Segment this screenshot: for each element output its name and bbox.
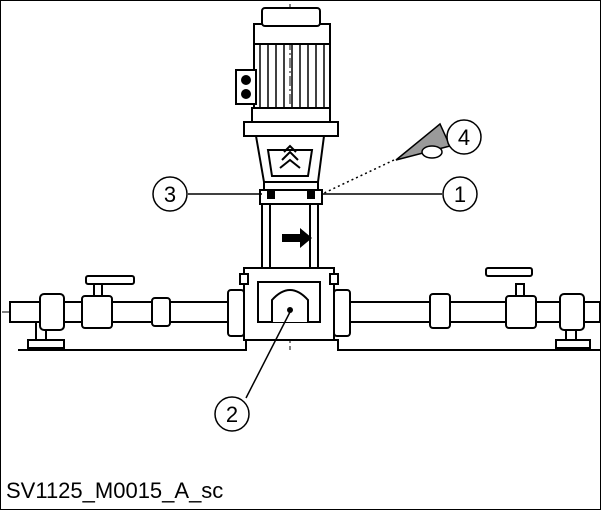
callout-1: 1	[442, 176, 478, 212]
callout-3-label: 3	[164, 182, 176, 207]
callout-4-label: 4	[458, 125, 470, 150]
callout-2-label: 2	[226, 402, 238, 427]
floor-line	[18, 339, 600, 351]
motor	[235, 7, 331, 109]
left-piping	[9, 275, 245, 349]
pump-head	[254, 135, 326, 205]
callout-2-leader	[245, 311, 291, 399]
callout-3: 3	[152, 176, 188, 212]
motor-stool	[243, 107, 339, 137]
callout-1-label: 1	[454, 182, 466, 207]
figure-caption: SV1125_M0015_A_sc	[6, 478, 224, 503]
pump-base	[239, 267, 339, 341]
callout-4: 4	[446, 119, 482, 155]
pump-barrel	[261, 203, 319, 269]
callout-2-anchor-dot	[287, 307, 293, 313]
callout-2: 2	[214, 396, 250, 432]
right-piping	[333, 267, 601, 349]
lubrication-leader	[321, 159, 395, 195]
oil-can-icon	[395, 122, 452, 161]
